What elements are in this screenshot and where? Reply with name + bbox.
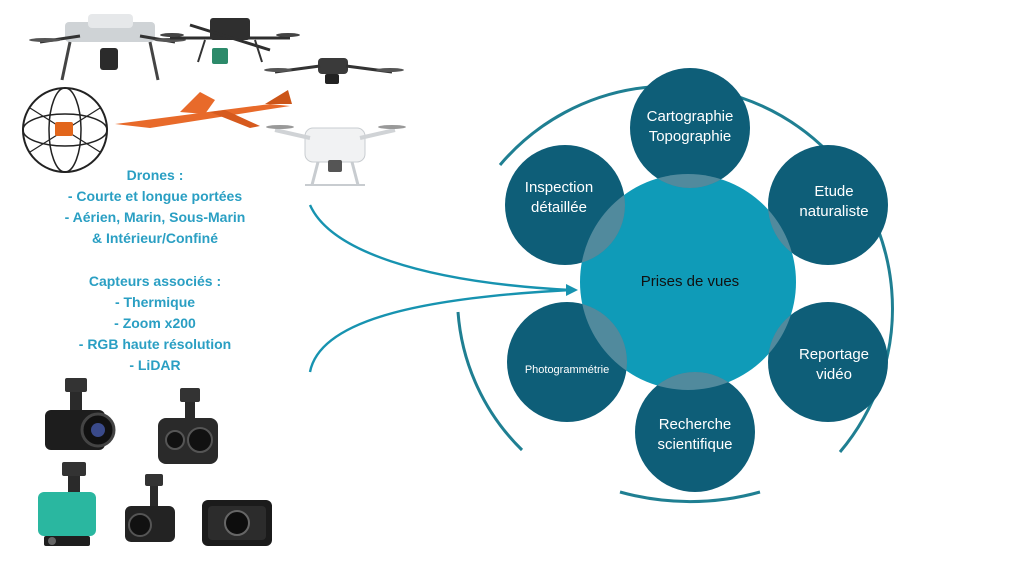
sensors-line: - RGB haute résolution [78,336,232,352]
overlap-lens [580,302,627,390]
node-label-photogrammetry: Photogrammétrie [507,360,627,380]
industrial-hexa-drone-image [160,18,300,64]
drones-title: Drones : [126,167,184,183]
gimbal-camera-image [45,378,116,450]
node-circle-photogrammetry [507,302,627,422]
node-label-line: Photogrammétrie [524,364,610,376]
outer-arc-lower-left [456,311,524,452]
node-label-line: Etude [814,183,854,200]
drones-text-block: Drones : - Courte et longue portées - Aé… [40,165,270,249]
sensors-text-block: Capteurs associés : - Thermique - Zoom x… [40,271,270,376]
node-label-cartography: Cartographie Topographie [630,107,750,147]
node-label-line: Recherche [658,416,732,433]
node-circle-research [635,372,755,492]
white-quadcopter-image [266,125,406,186]
drones-line: - Courte et longue portées [67,188,243,204]
arrow-from-drones [308,204,578,296]
zoom-thermal-camera-image [158,388,218,464]
node-label-line: naturaliste [799,203,869,220]
outer-arc-bottom [619,490,761,504]
node-label-line: vidéo [816,366,852,383]
node-label-line: Reportage [798,346,870,363]
node-circle-naturalist [768,145,888,265]
node-label-line: scientifique [657,436,733,453]
gimbal-camera-small-image [125,474,175,542]
node-circle-video [768,302,888,422]
drones-line: - Aérien, Marin, Sous-Marin [64,209,246,225]
node-label-line: Topographie [648,128,732,145]
center-label: Prises de vues [640,273,740,290]
center-circle [580,174,796,390]
quadcopter-drone-image [29,14,186,81]
sensors-line: - Zoom x200 [114,315,196,331]
node-label-video: Reportage vidéo [774,345,894,385]
node-label-line: détaillée [531,199,587,216]
folding-drone-image [264,58,404,84]
sensors-title: Capteurs associés : [88,273,222,289]
node-label-inspection: Inspection détaillée [499,178,619,218]
sensors-line: - Thermique [114,294,196,310]
node-label-research: Recherche scientifique [635,415,755,455]
fixed-wing-drone-image [115,90,292,128]
node-label-naturalist: Etude naturaliste [774,182,894,222]
node-label-line: Cartographie [646,108,734,125]
lidar-sensor-image [38,462,96,546]
sensors-line: - LiDAR [129,357,181,373]
node-circle-inspection [505,145,625,265]
cage-drone-image [22,87,108,173]
node-label-line: Inspection [524,179,594,196]
arrow-from-sensors [308,288,571,373]
node-circle-cartography [630,68,750,188]
compact-camera-image [202,500,272,546]
drones-line: & Intérieur/Confiné [91,230,218,246]
